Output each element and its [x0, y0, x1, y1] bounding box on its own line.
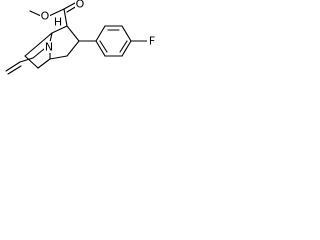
bond-c1-c2	[51, 25, 68, 34]
stereo-hydrogen-label: H	[54, 16, 62, 29]
aryl-bond-1	[95, 25, 106, 42]
aryl-bond-6	[95, 40, 106, 57]
nitrogen-label: N	[45, 41, 53, 54]
aryl-inner-double-3	[99, 40, 108, 53]
aryl-bond-3	[121, 25, 132, 42]
tropane-ring-system	[24, 25, 80, 69]
bond-carbonyl-double-1	[63, 2, 76, 10]
fluorine-label: F	[149, 35, 155, 48]
bond-oxygen-carbonyl	[48, 8, 65, 17]
fluorophenyl-group	[78, 25, 148, 57]
bond-c3-c4	[66, 40, 80, 57]
aryl-bond-4	[121, 40, 132, 57]
bond-carbonyl-ring	[63, 8, 68, 27]
bond-c7-c1	[24, 32, 53, 57]
bond-c4-c5	[49, 55, 68, 60]
bond-c5-c6	[37, 58, 51, 69]
chemical-structure-drawing: O O N F H	[5, 0, 157, 75]
bond-c6-c7	[24, 55, 39, 69]
bond-c2-c3	[66, 25, 80, 42]
bond-ch2-ch	[19, 57, 34, 63]
ester-carbonyl-oxygen-label: O	[76, 0, 85, 11]
bond-n-ch2	[32, 48, 45, 59]
bond-c1-n	[49, 32, 53, 43]
bond-ch-ch2-double-2	[7, 65, 22, 75]
allyl-group	[5, 48, 45, 75]
bond-methyl-oxygen	[29, 10, 42, 17]
aryl-inner-double-2	[119, 40, 128, 53]
atom-labels: O O N F H	[40, 0, 157, 54]
ester-ether-oxygen-label: O	[41, 10, 50, 23]
bond-ch-ch2-double-1	[5, 61, 21, 72]
